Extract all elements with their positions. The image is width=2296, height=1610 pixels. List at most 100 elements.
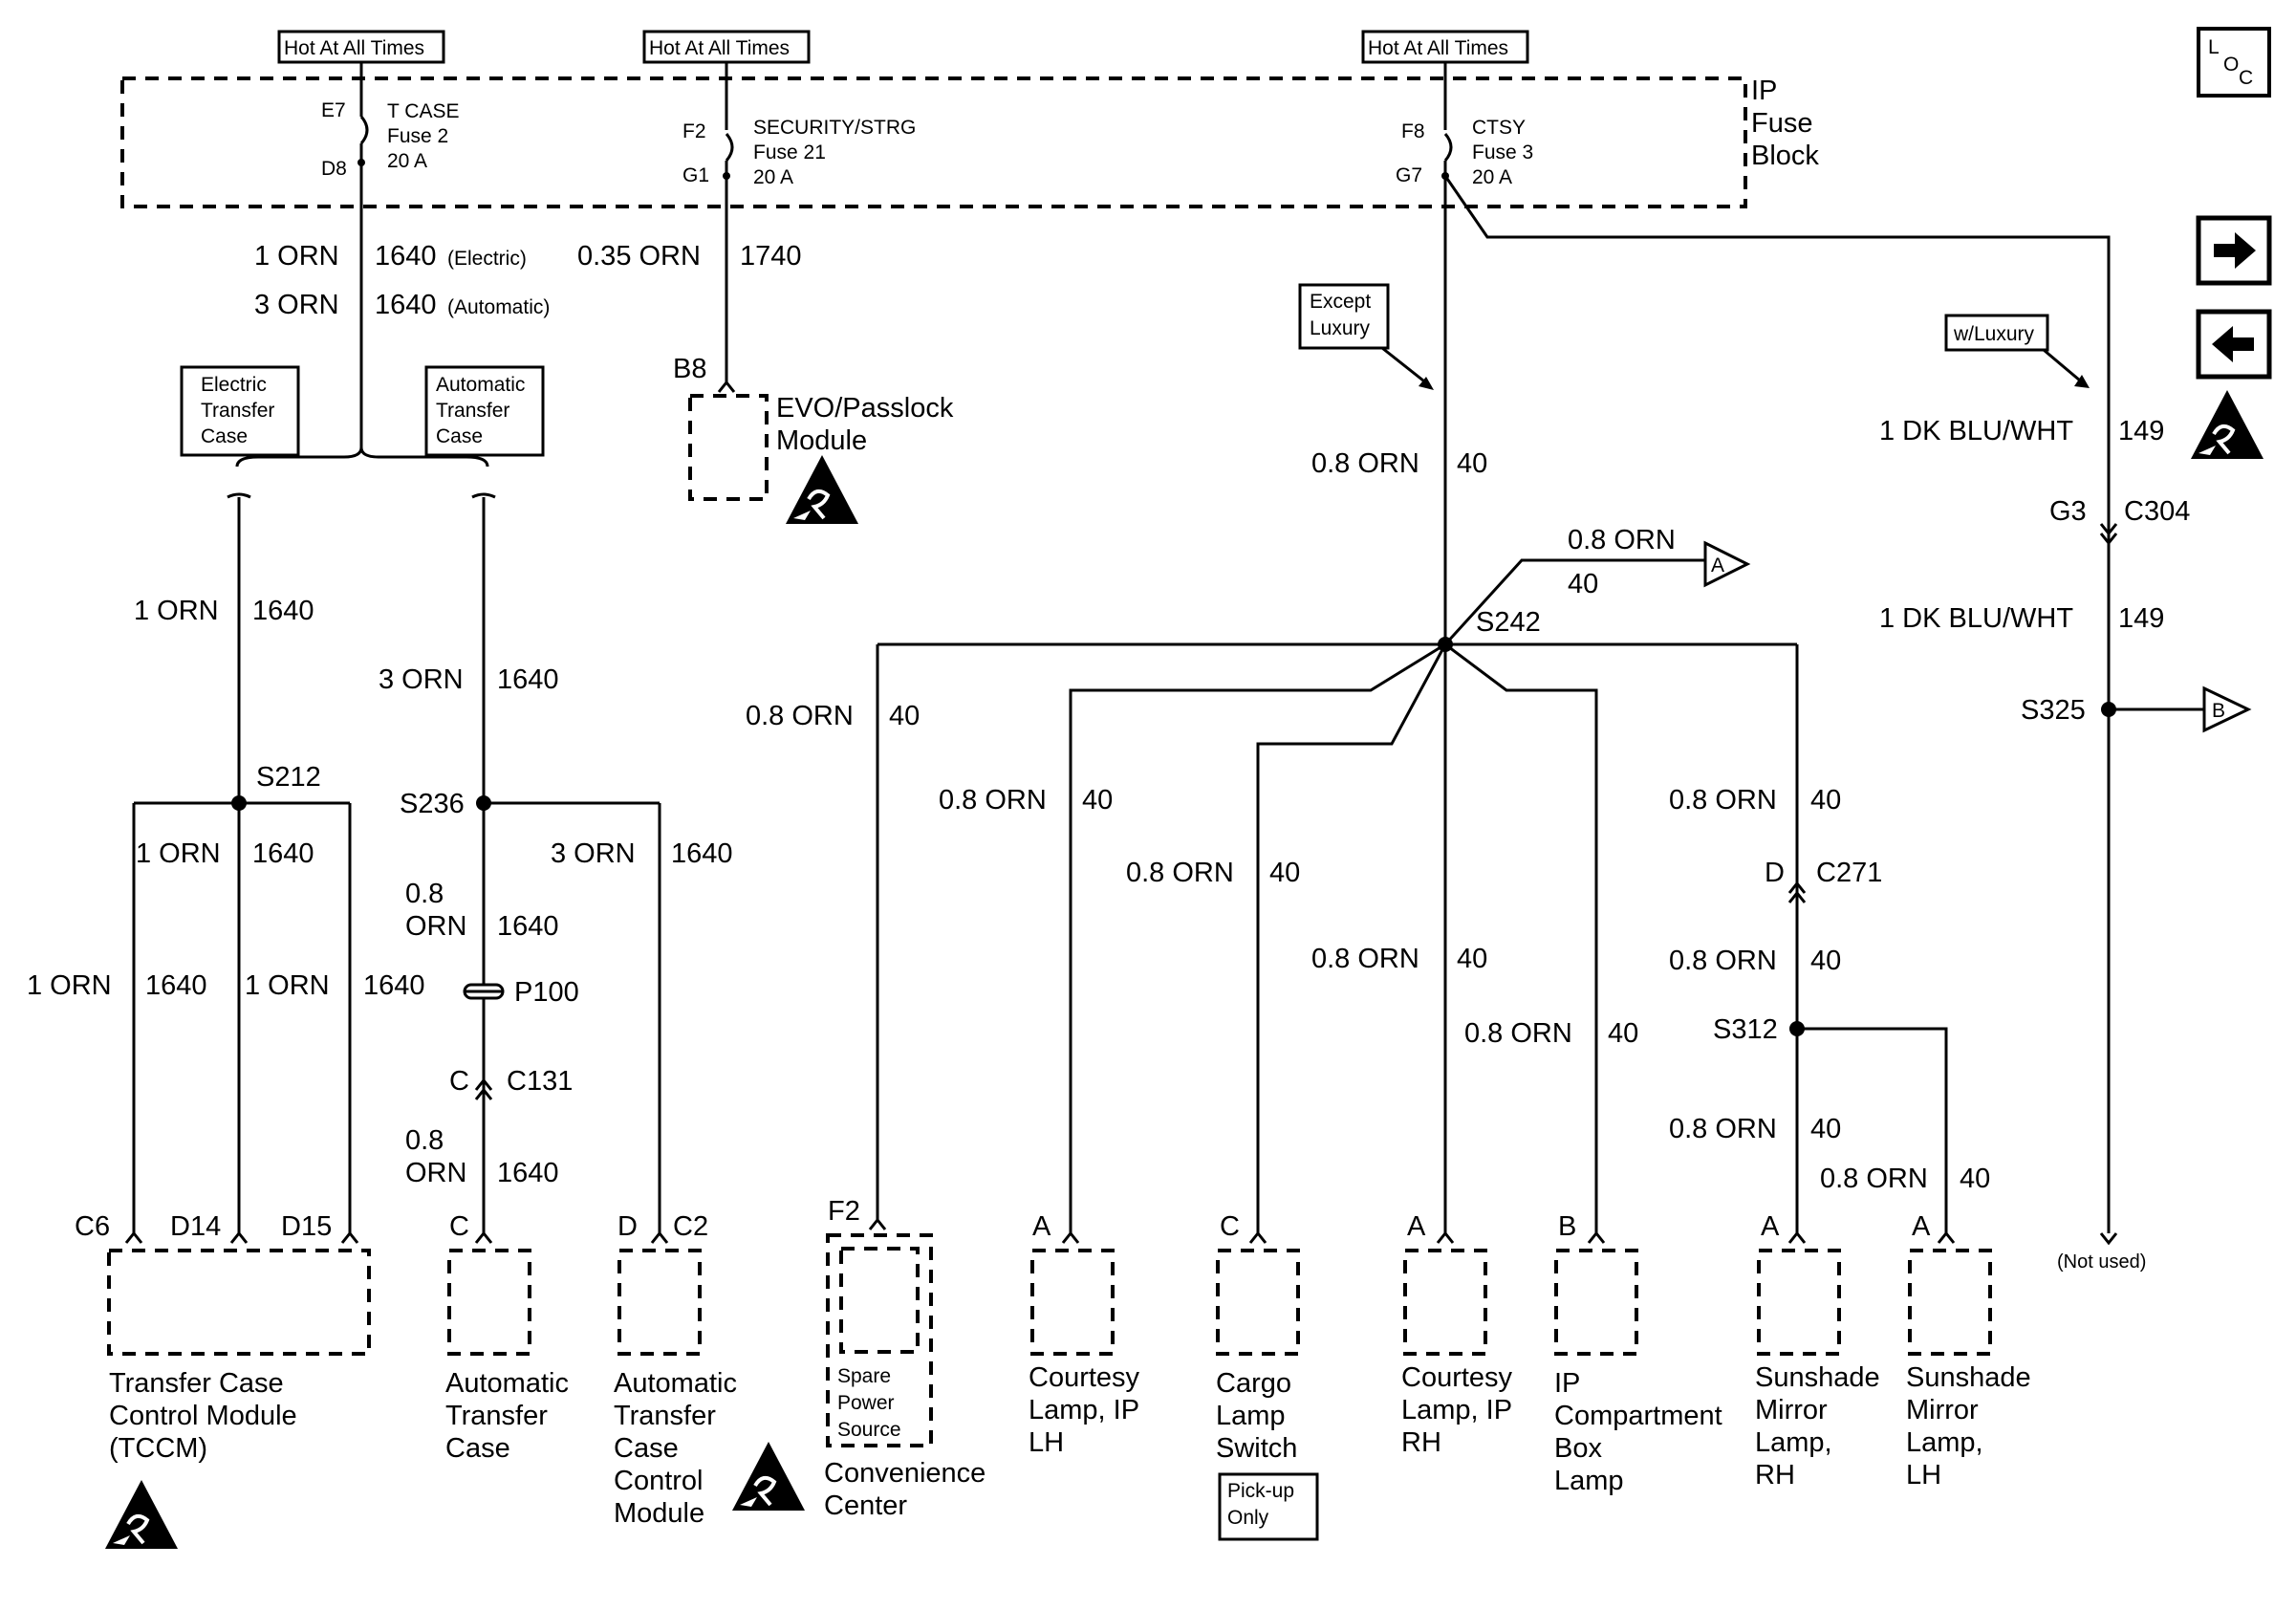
- option-pickup-only: Pick-up Only: [1218, 1472, 1319, 1541]
- svg-text:(Automatic): (Automatic): [447, 296, 550, 318]
- svg-text:Automatic: Automatic: [614, 1368, 737, 1399]
- option-w-luxury: w/Luxury: [1944, 314, 2049, 352]
- svg-text:SECURITY/STRG: SECURITY/STRG: [753, 117, 916, 139]
- svg-text:D: D: [1765, 858, 1785, 888]
- svg-text:Pick-up: Pick-up: [1227, 1480, 1294, 1502]
- fuse-ctsy: F8 G7 CTSY Fuse 3 20 A: [1396, 78, 1533, 188]
- svg-text:Except: Except: [1310, 291, 1371, 313]
- svg-text:0.8 ORN: 0.8 ORN: [1126, 858, 1234, 888]
- svg-text:Block: Block: [1751, 141, 1819, 171]
- svg-text:0.35 ORN: 0.35 ORN: [577, 241, 701, 272]
- svg-text:Hot At All Times: Hot At All Times: [1368, 37, 1508, 59]
- offpage-connector-a: A: [1703, 540, 1751, 588]
- svg-text:Power: Power: [837, 1392, 895, 1414]
- svg-text:S212: S212: [256, 762, 321, 793]
- svg-text:Luxury: Luxury: [1310, 317, 1371, 339]
- svg-text:1640: 1640: [671, 838, 733, 869]
- svg-text:Transfer: Transfer: [201, 400, 274, 422]
- svg-text:0.8 ORN: 0.8 ORN: [1568, 525, 1676, 555]
- svg-text:Center: Center: [824, 1490, 907, 1521]
- convenience-center: Spare Power Source: [826, 1233, 933, 1447]
- svg-text:40: 40: [1269, 858, 1300, 888]
- svg-text:Lamp: Lamp: [1216, 1401, 1286, 1431]
- svg-text:w/Luxury: w/Luxury: [1953, 323, 2035, 345]
- svg-text:40: 40: [1457, 944, 1487, 974]
- svg-text:G3: G3: [2049, 496, 2087, 527]
- svg-text:D8: D8: [321, 158, 347, 180]
- offpage-connector-b: B: [2202, 685, 2252, 733]
- fuse-block-label: IP: [1751, 76, 1777, 106]
- svg-text:LH: LH: [1906, 1460, 1941, 1490]
- svg-text:Case: Case: [445, 1433, 510, 1464]
- arrow-left-icon: [2196, 309, 2272, 380]
- svg-text:40: 40: [1082, 785, 1113, 816]
- svg-text:3 ORN: 3 ORN: [551, 838, 636, 869]
- svg-text:Lamp,: Lamp,: [1906, 1427, 1983, 1458]
- svg-text:40: 40: [1810, 946, 1841, 976]
- svg-text:C131: C131: [507, 1066, 573, 1097]
- svg-text:Module: Module: [776, 425, 867, 456]
- svg-text:T CASE: T CASE: [387, 100, 459, 122]
- svg-text:Electric: Electric: [201, 374, 267, 396]
- svg-text:C: C: [2239, 67, 2253, 89]
- option-automatic-transfer-case: Automatic Transfer Case: [424, 365, 545, 457]
- svg-text:1 ORN: 1 ORN: [245, 970, 330, 1001]
- svg-text:Case: Case: [436, 425, 483, 447]
- svg-text:Transfer: Transfer: [436, 400, 509, 422]
- svg-text:Transfer: Transfer: [614, 1401, 716, 1431]
- svg-text:1640: 1640: [497, 664, 559, 695]
- svg-text:1740: 1740: [740, 241, 802, 272]
- svg-text:1640: 1640: [363, 970, 425, 1001]
- svg-text:Fuse 3: Fuse 3: [1472, 141, 1533, 163]
- option-except-luxury: Except Luxury: [1298, 283, 1390, 350]
- svg-text:0.8 ORN: 0.8 ORN: [1820, 1164, 1928, 1194]
- ip-compartment-box-lamp: [1554, 1249, 1638, 1356]
- svg-text:1 ORN: 1 ORN: [254, 241, 339, 272]
- svg-text:Lamp, IP: Lamp, IP: [1401, 1395, 1512, 1425]
- ip-fuse-block: [120, 76, 1747, 208]
- svg-text:E7: E7: [321, 99, 346, 121]
- svg-text:Control Module: Control Module: [109, 1401, 297, 1431]
- connector-c271: D C271: [1765, 858, 1882, 903]
- svg-text:40: 40: [1568, 569, 1598, 599]
- option-electric-transfer-case: Electric Transfer Case: [180, 365, 300, 457]
- esd-icon: [103, 1478, 180, 1551]
- sunshade-mirror-lamp-lh: [1908, 1249, 1992, 1356]
- svg-text:40: 40: [1457, 448, 1487, 479]
- svg-text:LH: LH: [1029, 1427, 1064, 1458]
- svg-text:Case: Case: [201, 425, 248, 447]
- svg-text:S325: S325: [2021, 695, 2086, 726]
- svg-text:P100: P100: [514, 977, 579, 1008]
- svg-text:1 DK BLU/WHT: 1 DK BLU/WHT: [1879, 416, 2073, 446]
- svg-text:Case: Case: [614, 1433, 679, 1464]
- svg-text:40: 40: [889, 701, 920, 731]
- svg-text:ORN: ORN: [405, 911, 466, 942]
- svg-text:0.8 ORN: 0.8 ORN: [1311, 944, 1419, 974]
- svg-text:Sunshade: Sunshade: [1906, 1362, 2031, 1393]
- svg-text:B: B: [2212, 700, 2225, 722]
- fuse-tcase: E7 D8 T CASE Fuse 2 20 A: [321, 78, 459, 180]
- svg-text:1 ORN: 1 ORN: [134, 596, 219, 626]
- svg-text:Fuse 21: Fuse 21: [753, 141, 826, 163]
- sunshade-mirror-lamp-rh: [1757, 1249, 1841, 1356]
- svg-text:S236: S236: [400, 789, 465, 819]
- svg-text:IP: IP: [1554, 1368, 1580, 1399]
- svg-text:C: C: [449, 1066, 469, 1097]
- svg-text:20 A: 20 A: [753, 166, 793, 188]
- svg-text:3 ORN: 3 ORN: [254, 290, 339, 320]
- svg-text:0.8 ORN: 0.8 ORN: [939, 785, 1047, 816]
- svg-text:A: A: [1912, 1211, 1931, 1242]
- svg-text:F2: F2: [682, 120, 706, 142]
- svg-text:0.8 ORN: 0.8 ORN: [746, 701, 854, 731]
- svg-text:Cargo: Cargo: [1216, 1368, 1291, 1399]
- svg-text:40: 40: [1608, 1018, 1638, 1049]
- svg-text:C: C: [1220, 1211, 1240, 1242]
- svg-text:40: 40: [1810, 785, 1841, 816]
- svg-text:Only: Only: [1227, 1507, 1269, 1529]
- esd-icon: [2189, 388, 2265, 461]
- automatic-transfer-case-control-module: [617, 1249, 702, 1356]
- svg-text:3 ORN: 3 ORN: [379, 664, 464, 695]
- svg-text:F2: F2: [828, 1196, 860, 1227]
- svg-text:B: B: [1558, 1211, 1576, 1242]
- svg-text:C271: C271: [1816, 858, 1882, 888]
